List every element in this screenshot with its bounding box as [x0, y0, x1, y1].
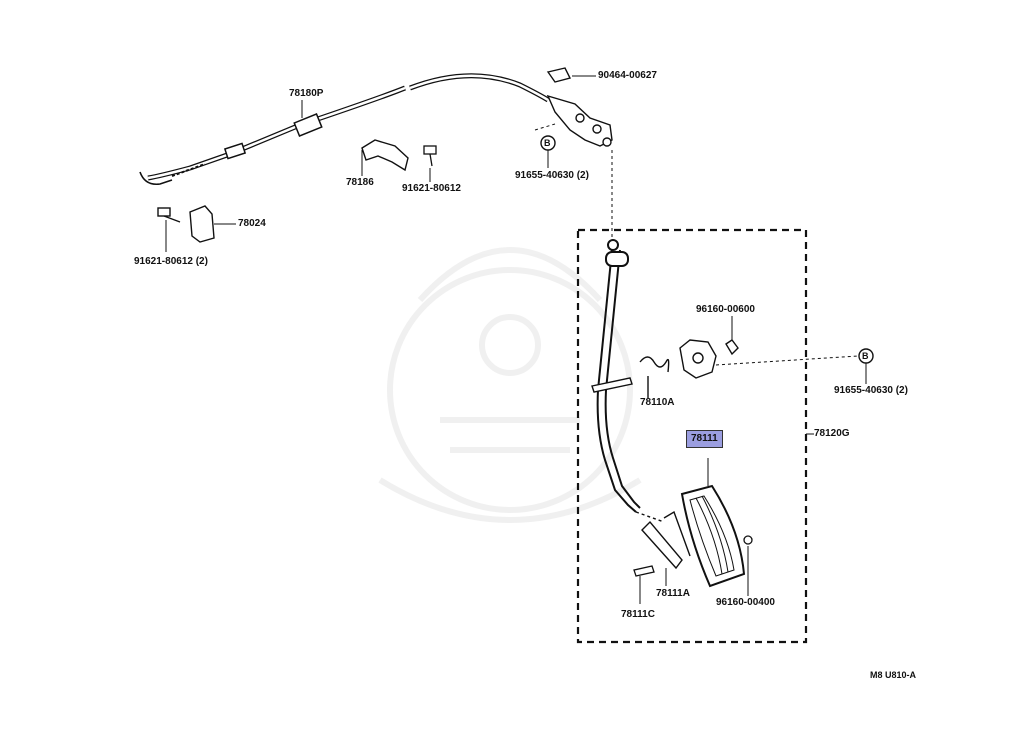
- bracket-78186[interactable]: [361, 139, 409, 172]
- part-label-78111-highlighted[interactable]: 78111: [686, 430, 723, 448]
- part-label-78186[interactable]: 78186: [346, 177, 374, 188]
- assembly-box-78120G: [576, 228, 808, 644]
- pedal-pad[interactable]: [680, 484, 746, 588]
- part-label-78120G[interactable]: 78120G: [814, 428, 850, 439]
- cable-end-bracket[interactable]: [546, 67, 613, 147]
- part-label-78111A[interactable]: 78111A: [656, 588, 690, 599]
- return-spring-78110A[interactable]: [639, 356, 670, 398]
- part-label-78180P[interactable]: 78180P: [289, 88, 324, 99]
- part-label-91621-80612-left[interactable]: 91621-80612 (2): [134, 256, 208, 267]
- part-label-78024[interactable]: 78024: [238, 218, 266, 229]
- bolt-91621-top[interactable]: [423, 145, 437, 167]
- pedal-lever[interactable]: [596, 239, 641, 513]
- leader-lines-top: [165, 75, 613, 252]
- spring-clip-78111A[interactable]: [635, 510, 691, 570]
- part-label-96160-00400[interactable]: 96160-00400: [716, 597, 775, 608]
- pedal-bracket[interactable]: [679, 339, 739, 379]
- watermark-emblem: [378, 247, 642, 523]
- part-label-91621-80612-top[interactable]: 91621-80612: [402, 183, 461, 194]
- part-label-91655-40630-right[interactable]: 91655-40630 (2): [834, 385, 908, 396]
- part-label-78111C[interactable]: 78111C: [621, 609, 655, 620]
- bracket-78024[interactable]: [157, 205, 215, 243]
- part-label-91655-40630-top[interactable]: 91655-40630 (2): [515, 170, 589, 181]
- part-label-78110A[interactable]: 78110A: [640, 397, 675, 408]
- pivot-pin[interactable]: [591, 377, 633, 393]
- washer-96160b[interactable]: [743, 535, 753, 545]
- part-label-90464-00627[interactable]: 90464-00627: [598, 70, 657, 81]
- callout-b-circle-top: [540, 135, 556, 151]
- leader-bracket-B: [715, 355, 859, 366]
- pin-78111C[interactable]: [633, 565, 655, 577]
- callout-b-top-letter: B: [544, 138, 551, 148]
- diagram-code: M8 U810-A: [870, 670, 917, 680]
- part-label-96160-00600[interactable]: 96160-00600: [696, 304, 755, 315]
- callout-b-right-letter: B: [862, 351, 869, 361]
- accelerator-cable[interactable]: [139, 73, 550, 186]
